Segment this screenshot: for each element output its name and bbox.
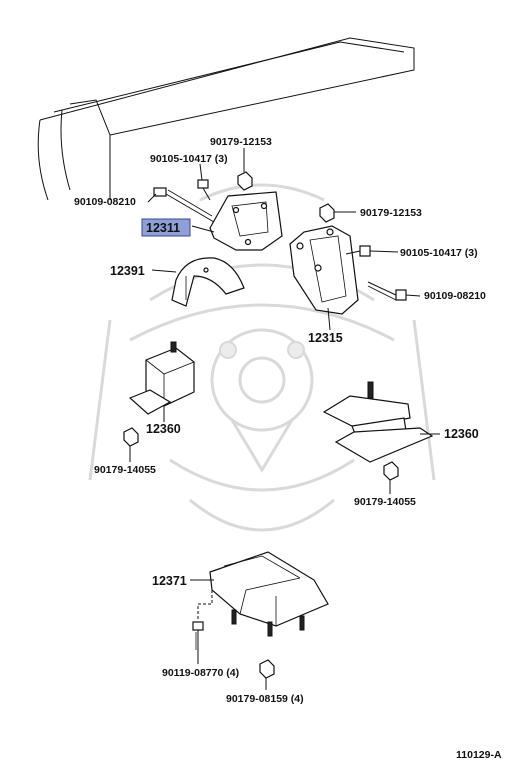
watermark-crest	[88, 183, 436, 532]
fastener-label-90179-14055-left[interactable]: 90179-14055	[94, 464, 156, 476]
frame-bracket-12315	[289, 225, 359, 315]
fastener-label-90105-10417-top[interactable]: 90105-10417 (3)	[150, 153, 228, 165]
insulator-12360-left	[128, 341, 195, 415]
fastener-label-90105-10417-right[interactable]: 90105-10417 (3)	[400, 247, 478, 259]
diagram-id: 110129-A	[456, 749, 502, 761]
bolt-icon	[197, 179, 209, 189]
fastener-label-90179-12153-top[interactable]: 90179-12153	[210, 136, 272, 148]
engine-block-outline	[37, 37, 415, 201]
bolt-icon	[192, 621, 204, 631]
bolt-icon	[359, 245, 371, 257]
part-label-12391[interactable]: 12391	[110, 264, 145, 278]
part-label-12360-right[interactable]: 12360	[444, 427, 479, 441]
heat-shield-12391	[171, 257, 245, 307]
engine-mount-bracket-12311	[209, 191, 283, 251]
fastener-label-90179-08159[interactable]: 90179-08159 (4)	[226, 693, 304, 705]
fastener-label-90179-14055-right[interactable]: 90179-14055	[354, 496, 416, 508]
nut-icon	[123, 427, 139, 447]
nut-icon	[319, 203, 335, 223]
nut-icon	[237, 171, 253, 191]
nut-icon	[383, 461, 399, 481]
fastener-label-90119-08770[interactable]: 90119-08770 (4)	[162, 667, 239, 679]
leader-lines	[129, 148, 440, 690]
part-label-12371[interactable]: 12371	[152, 574, 187, 588]
fastener-label-90109-08210-left[interactable]: 90109-08210	[74, 196, 136, 208]
part-label-12360-left[interactable]: 12360	[146, 422, 181, 436]
fastener-label-90109-08210-right[interactable]: 90109-08210	[424, 290, 486, 302]
nut-icon	[259, 659, 275, 679]
fasteners	[123, 171, 407, 679]
part-label-12311[interactable]: 12311	[146, 221, 180, 235]
bolt-icon	[153, 187, 167, 197]
insulator-12360-right	[322, 381, 434, 463]
bolt-icon	[395, 289, 407, 301]
part-label-12315[interactable]: 12315	[308, 331, 343, 345]
fastener-label-90179-12153-right[interactable]: 90179-12153	[360, 207, 422, 219]
insulator-12371	[209, 551, 329, 637]
highlight-box-12311	[141, 218, 191, 237]
